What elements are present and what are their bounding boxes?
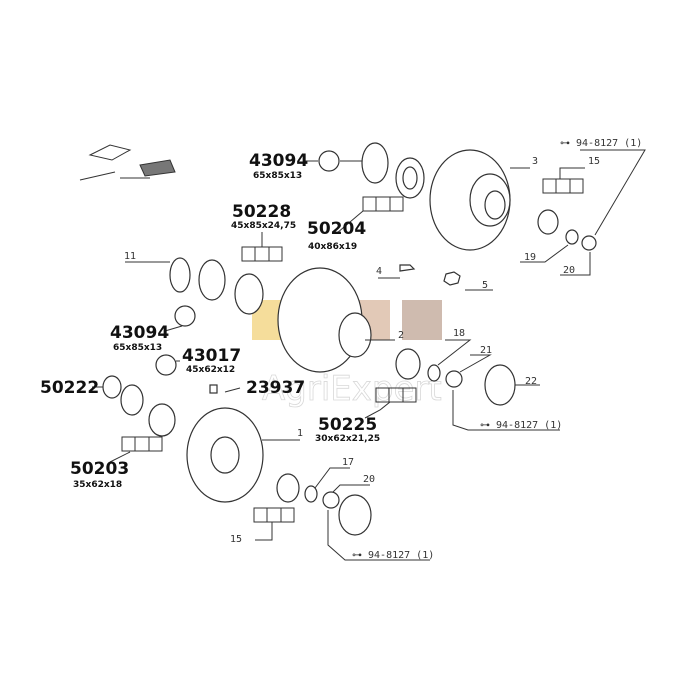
- part-number: 3: [532, 156, 538, 167]
- part-number: 15: [230, 534, 242, 545]
- part-number: 5: [482, 280, 488, 291]
- part-number: 20: [563, 265, 575, 276]
- bearing-50228: [234, 273, 264, 315]
- part-number: 19: [524, 252, 536, 263]
- ref-size: 40x86x19: [308, 242, 357, 252]
- seal-icon: [174, 305, 196, 327]
- cotter-pin-refs: ⊶ 94-8127 (1) ⊶ 94-8127 (1) ⊶ 94-8127 (1…: [352, 138, 642, 561]
- part-number: 2: [398, 330, 404, 341]
- hub-cap-22: [484, 364, 516, 406]
- seal-50222: [102, 375, 122, 399]
- part-number: 11: [124, 251, 136, 262]
- ref-size: 45x85x24,75: [231, 221, 296, 231]
- cotter-pin-ref: ⊶ 94-8127 (1): [352, 550, 434, 561]
- bearing-15: [276, 473, 300, 503]
- watermark-fence-tile: [402, 300, 442, 340]
- part-numbers: 3 15 19 20 11 4 5 2 18 21 22 1 17 20 15: [124, 156, 600, 545]
- ref-code: 50225: [318, 415, 377, 435]
- ref-size: 45x62x12: [186, 365, 235, 375]
- ref-code: 50228: [232, 202, 291, 222]
- ref-size: 65x85x13: [113, 343, 162, 353]
- washer-17: [304, 485, 318, 503]
- part-number: 21: [480, 345, 492, 356]
- ref-code: 43094: [249, 151, 308, 171]
- washer-18: [427, 364, 441, 382]
- part-number: 17: [342, 457, 354, 468]
- seal-icon: [155, 354, 177, 376]
- nut-5: [443, 271, 461, 286]
- castle-nut-21: [445, 370, 463, 388]
- bearing-symbol-boxes: [121, 178, 584, 523]
- cotter-pin-ref: ⊶ 94-8127 (1): [560, 138, 642, 149]
- ref-code: 43094: [110, 323, 169, 343]
- seal-icon: [318, 150, 340, 172]
- ref-code: 43017: [182, 346, 241, 366]
- grease-nipple-23937: [209, 384, 218, 394]
- seal-11: [169, 257, 191, 293]
- hub-cap: [338, 494, 372, 536]
- stud-4: [399, 264, 416, 272]
- hub-3: [429, 149, 511, 251]
- bearing-50203: [148, 403, 176, 437]
- cotter-pin-ref: ⊶ 94-8127 (1): [480, 420, 562, 431]
- bearing-15: [537, 209, 559, 235]
- castle-nut-20: [581, 235, 597, 251]
- reference-labels: 43094 65x85x13 50228 45x85x24,75 50204 4…: [40, 151, 380, 490]
- orientation-sketch-icon: [79, 144, 176, 181]
- part-number: 22: [525, 376, 537, 387]
- ref-size: 65x85x13: [253, 171, 302, 181]
- leader-lines: [92, 149, 646, 561]
- ref-code: 50204: [307, 219, 366, 239]
- part-number: 1: [297, 428, 303, 439]
- part-number: 15: [588, 156, 600, 167]
- ref-size: 30x62x21,25: [315, 434, 380, 444]
- ref-code: 50222: [40, 378, 99, 398]
- ref-code: 23937: [246, 378, 305, 398]
- part-number: 20: [363, 474, 375, 485]
- bearing-50225: [395, 348, 421, 380]
- part-number: 4: [376, 266, 382, 277]
- seal-ring: [361, 142, 389, 184]
- part-number: 18: [453, 328, 465, 339]
- ref-size: 35x62x18: [73, 480, 122, 490]
- castle-nut-20: [322, 491, 340, 509]
- ref-code: 50203: [70, 459, 129, 479]
- washer-19: [565, 229, 579, 245]
